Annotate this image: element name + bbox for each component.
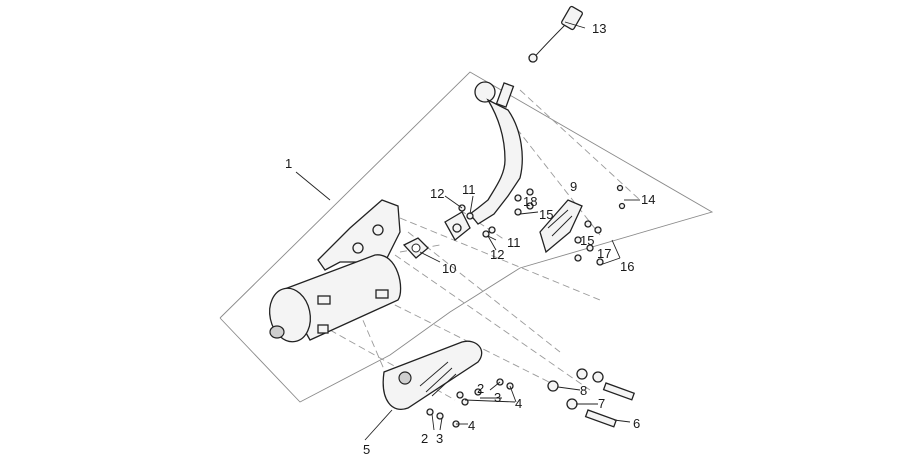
callout-2b: 2 xyxy=(421,431,428,446)
manifold-heat-shield xyxy=(539,199,583,254)
exhaust-gasket xyxy=(402,237,429,259)
callout-15b: 15 xyxy=(580,233,594,248)
fasteners xyxy=(426,184,636,428)
callout-11b: 11 xyxy=(507,235,521,250)
leader-lines xyxy=(295,21,640,441)
callout-5: 5 xyxy=(363,442,370,456)
callout-4a: 4 xyxy=(515,396,522,411)
callout-12b: 12 xyxy=(490,247,504,262)
callout-6: 6 xyxy=(633,416,640,431)
callout-3a: 3 xyxy=(494,390,501,405)
alignment-lines xyxy=(329,89,641,401)
callout-labels: 1 2 2 3 3 4 4 5 6 7 8 9 10 11 11 12 12 1… xyxy=(285,21,655,456)
exhaust-manifold-pipe xyxy=(444,81,523,241)
callout-9: 9 xyxy=(570,179,577,194)
callout-16: 16 xyxy=(620,259,634,274)
callout-11a: 11 xyxy=(462,182,476,197)
callout-1: 1 xyxy=(285,156,292,171)
callout-14: 14 xyxy=(641,192,655,207)
callout-10: 10 xyxy=(442,261,456,276)
callout-2a: 2 xyxy=(477,381,484,396)
callout-18: 18 xyxy=(523,194,537,209)
callout-4b: 4 xyxy=(468,418,475,433)
callout-15a: 15 xyxy=(539,207,553,222)
callout-13: 13 xyxy=(592,21,606,36)
callout-17: 17 xyxy=(597,246,611,261)
callout-8: 8 xyxy=(580,383,587,398)
muffler xyxy=(268,199,402,343)
muffler-heat-shield xyxy=(382,340,483,410)
callout-12a: 12 xyxy=(430,186,444,201)
lambda-sensor xyxy=(528,5,583,63)
callout-3b: 3 xyxy=(436,431,443,446)
callout-7: 7 xyxy=(598,396,605,411)
